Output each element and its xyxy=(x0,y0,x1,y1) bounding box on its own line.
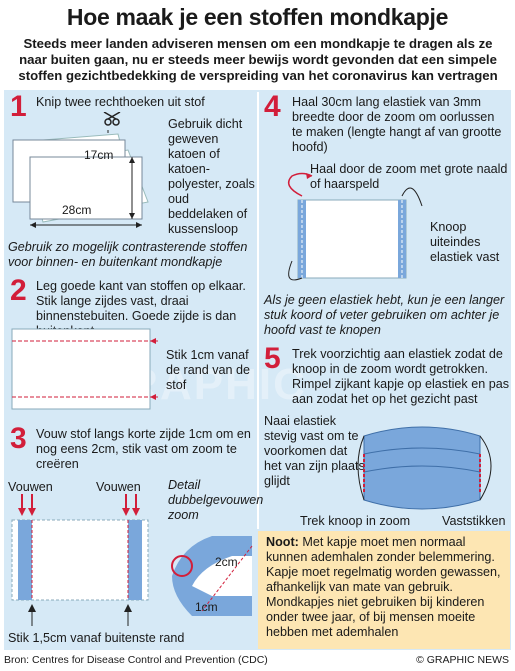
step2-stitch-note: Stik 1cm vanaf de rand van de stof xyxy=(166,348,251,392)
column-divider xyxy=(257,92,259,529)
step3-fold-illustration xyxy=(11,494,149,626)
step3-fold-right: Vouwen xyxy=(96,480,141,494)
step2-number: 2 xyxy=(10,274,27,307)
step5-pull-note: Trek knoop in zoom xyxy=(300,514,411,528)
intro-text: Steeds meer landen adviseren mensen om e… xyxy=(18,36,498,83)
step1-dim-width: 28cm xyxy=(62,203,92,217)
step4-pin-note: Haal door de zoom met grote naald of haa… xyxy=(310,162,508,191)
step3-text: Vouw stof langs korte zijde 1cm om en no… xyxy=(36,427,251,471)
step5-text: Trek voorzichtig aan elastiek zodat de k… xyxy=(292,347,510,406)
step5-sew-note: Naai elastiek stevig vast om te voorkome… xyxy=(264,414,365,488)
step5-mask-illustration xyxy=(357,426,492,510)
step1-fabric-illustration xyxy=(12,112,149,228)
step4-tip: Als je geen elastiek hebt, kun je een la… xyxy=(264,293,505,337)
step5-stitch-note: Vaststikken xyxy=(442,514,506,528)
note-box: Noot: Met kapje moet men normaal kunnen … xyxy=(258,531,510,649)
step4-text-a: Haal 30cm lang elastiek van 3mm breedte … xyxy=(292,95,502,154)
step1-fabric-note: Gebruik dicht geweven katoen of katoen-p… xyxy=(168,117,255,236)
note-text: Met kapje moet men normaal kunnen ademha… xyxy=(266,535,501,639)
step3-detail-1cm: 1cm xyxy=(195,600,218,614)
credit-text: © GRAPHIC NEWS xyxy=(416,654,509,666)
page-title: Hoe maak je een stoffen mondkapje xyxy=(66,4,449,30)
step3-detail-2cm: 2cm xyxy=(215,555,238,569)
step1-tip: Gebruik zo mogelijk contrasterende stoff… xyxy=(8,240,248,269)
step1-dim-height: 17cm xyxy=(84,148,114,162)
step1-text: Knip twee rechthoeken uit stof xyxy=(36,95,205,109)
step3-number: 3 xyxy=(10,422,27,455)
step4-elastic-illustration xyxy=(287,172,423,281)
step3-fold-left: Vouwen xyxy=(8,480,53,494)
scissors-icon xyxy=(103,112,121,126)
step5-number: 5 xyxy=(264,342,281,375)
note-label: Noot: xyxy=(266,535,299,549)
step3-detail-label: Detail dubbelgevouwen zoom xyxy=(168,478,264,522)
step4-number: 4 xyxy=(264,90,281,123)
source-text: Bron: Centres for Disease Control and Pr… xyxy=(4,654,268,666)
step3-detail-illustration xyxy=(171,536,253,616)
step3-bottom-note: Stik 1,5cm vanaf buitenste rand xyxy=(8,631,185,645)
step2-stitch-illustration xyxy=(11,328,158,410)
step1-number: 1 xyxy=(10,90,27,123)
step4-knot-note: Knoop uiteindes elastiek vast xyxy=(430,220,500,264)
step2-text: Leg goede kant van stoffen op elkaar. St… xyxy=(36,279,246,338)
